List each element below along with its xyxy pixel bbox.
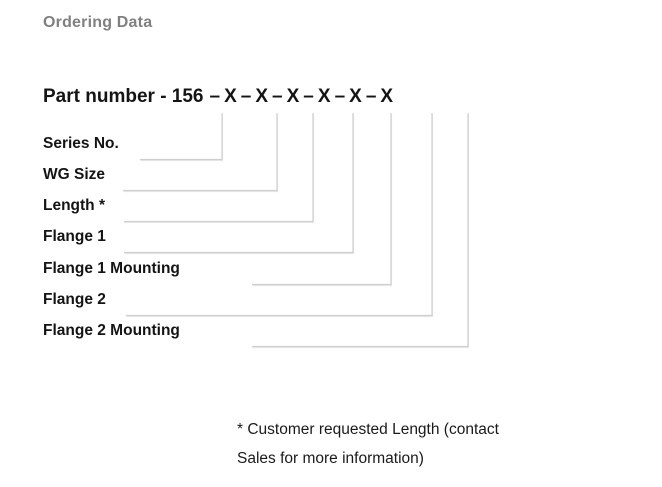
part-number-prefix: Part number - 156 bbox=[43, 86, 204, 107]
part-number-separator-1: – bbox=[209, 86, 221, 107]
part-number-placeholder-6: X bbox=[380, 86, 394, 107]
footnote-line-1: * Customer requested Length (contact bbox=[237, 421, 499, 438]
part-number-separator-2: – bbox=[240, 86, 252, 107]
footnote: * Customer requested Length (contact Sal… bbox=[237, 415, 627, 473]
part-number-placeholder-5: X bbox=[349, 86, 362, 107]
field-label-flange-1: Flange 1 bbox=[43, 228, 106, 245]
part-number-placeholder-2: X bbox=[255, 86, 269, 107]
field-label-flange-2-mounting: Flange 2 Mounting bbox=[43, 322, 180, 339]
leader-line-flange-1-mount bbox=[252, 113, 392, 286]
field-label-flange-1-mounting: Flange 1 Mounting bbox=[43, 260, 180, 277]
part-number-separator-5: – bbox=[334, 86, 346, 107]
leader-line-flange-2 bbox=[126, 113, 433, 317]
part-number-formula: Part number - 156–X–X–X–X–X–X bbox=[43, 86, 393, 108]
part-number-placeholder-1: X bbox=[224, 86, 237, 107]
field-label-flange-2: Flange 2 bbox=[43, 291, 106, 308]
page-title: Ordering Data bbox=[43, 14, 153, 31]
footnote-line-2: Sales for more information) bbox=[237, 450, 424, 467]
field-label-wg-size: WG Size bbox=[43, 166, 106, 183]
field-label-series-no: Series No. bbox=[43, 135, 119, 152]
leader-line-wg-size bbox=[123, 113, 278, 192]
leader-line-series-no bbox=[140, 113, 223, 161]
part-number-placeholder-3: X bbox=[286, 86, 300, 107]
field-label-length: Length * bbox=[43, 197, 105, 214]
leader-line-length bbox=[124, 113, 314, 223]
part-number-placeholder-4: X bbox=[317, 86, 331, 107]
leader-line-flange-1 bbox=[124, 113, 354, 254]
leader-line-flange-2-mount bbox=[252, 113, 469, 348]
part-number-separator-3: – bbox=[272, 86, 283, 107]
part-number-separator-6: – bbox=[365, 86, 377, 107]
part-number-separator-4: – bbox=[303, 86, 314, 107]
